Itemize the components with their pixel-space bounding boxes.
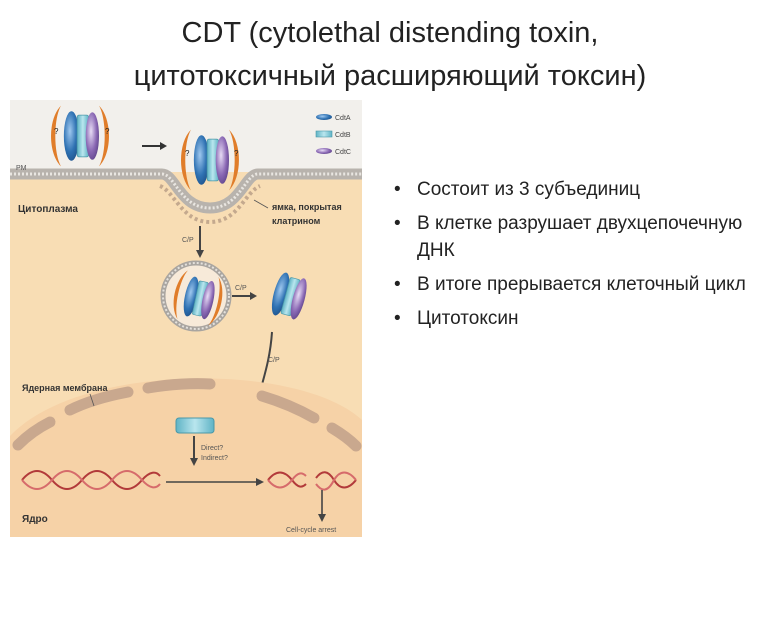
question-label-1: ? xyxy=(54,127,59,136)
legend-cdta-label: CdtA xyxy=(335,115,351,122)
direct-label: Direct? xyxy=(201,445,223,452)
bullet-item: В итоге прерывается клеточный цикл xyxy=(392,271,762,298)
cdtb-nuclear xyxy=(175,417,215,434)
pm-label: PM xyxy=(16,165,27,172)
cdt-holotoxin-free xyxy=(271,272,307,320)
dna-intact xyxy=(21,470,161,490)
cytoplasm-label: Цитоплазма xyxy=(18,204,78,215)
extracellular-area xyxy=(10,100,362,172)
bullet-item: Цитотоксин xyxy=(392,305,762,332)
cdt-mechanism-figure: PM ? ? ? ? CdtA CdtB CdtC Цитоплазма ямк… xyxy=(10,100,362,537)
slide-title-line2: цитотоксичный расширяющий токсин) xyxy=(133,60,647,92)
nucleus-label: Ядро xyxy=(22,514,48,525)
indirect-label: Indirect? xyxy=(201,455,228,462)
pit-label-line1: ямка, покрытая xyxy=(272,202,342,212)
question-label-2: ? xyxy=(105,127,110,136)
legend-cdta-swatch xyxy=(316,114,332,120)
legend-cdtc-label: CdtC xyxy=(335,149,351,156)
question-label-4: ? xyxy=(234,149,239,158)
slide-title-line1: CDT (cytolethal distending toxin, xyxy=(181,17,599,49)
bullet-list: Состоит из 3 субъединиц В клетке разруша… xyxy=(392,176,762,339)
dna-broken xyxy=(267,471,357,491)
bullet-item: В клетке разрушает двухцепочечную ДНК xyxy=(392,210,762,264)
cp-label-3: C/P xyxy=(268,357,280,364)
legend-cdtb-swatch xyxy=(315,130,333,138)
legend-cdtb-label: CdtB xyxy=(335,132,351,139)
nuclear-membrane-label: Ядерная мембрана xyxy=(22,383,108,393)
legend: CdtA CdtB CdtC xyxy=(315,114,351,156)
bullet-item: Состоит из 3 субъединиц xyxy=(392,176,762,203)
cell-cycle-arrest-label: Cell-cycle arrest xyxy=(286,527,336,534)
legend-cdtc-swatch xyxy=(316,148,332,154)
question-label-3: ? xyxy=(185,149,190,158)
cp-label-1: C/P xyxy=(182,237,194,244)
pit-label-line2: клатрином xyxy=(272,216,321,226)
cp-label-2: C/P xyxy=(235,285,247,292)
nucleus-area xyxy=(10,378,362,537)
nuclear-membrane xyxy=(12,378,362,452)
